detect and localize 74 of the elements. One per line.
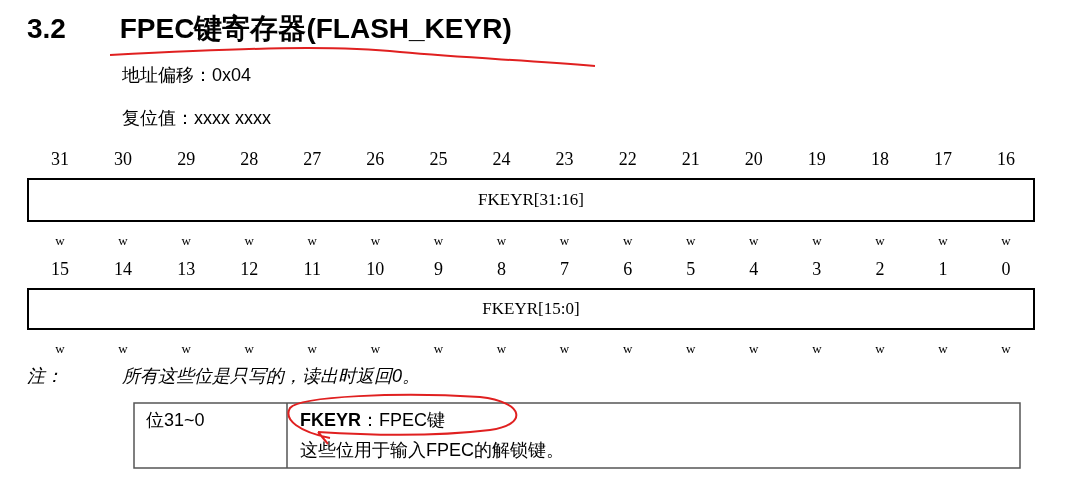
bit-number: 6	[623, 259, 633, 281]
access-type: w	[181, 233, 191, 249]
note-label: 注：	[27, 366, 63, 388]
access-type: w	[622, 233, 633, 249]
bit-number: 29	[177, 149, 196, 171]
bit-number: 18	[870, 149, 889, 171]
access-type: w	[433, 233, 444, 249]
section-title: 3.2 FPEC键寄存器(FLASH_KEYR)	[27, 12, 512, 46]
access-type: w	[686, 233, 696, 249]
reset-value-text: 复位值：xxxx xxxx	[122, 108, 271, 130]
bit-number: 13	[177, 259, 196, 281]
access-type: w	[559, 233, 570, 249]
note-text: 所有这些位是只写的，读出时返回0。	[122, 366, 420, 388]
access-type: w	[875, 233, 885, 249]
access-type: w	[118, 341, 128, 357]
bit-number: 17	[933, 149, 952, 171]
bit-range: 位31~0	[146, 410, 205, 432]
field-name: FKEYR：FPEC键	[300, 410, 446, 432]
bit-number: 4	[749, 259, 759, 281]
bit-number: 0	[1001, 259, 1011, 281]
bit-number: 10	[366, 259, 385, 281]
access-type: w	[433, 341, 444, 357]
access-type: w	[307, 233, 317, 249]
bit-number: 12	[240, 259, 259, 281]
bit-number: 3	[812, 259, 822, 281]
bit-number: 25	[429, 149, 448, 171]
bit-number: 27	[303, 149, 322, 171]
bit-number: 16	[997, 149, 1016, 171]
access-type: w	[55, 341, 65, 357]
access-type: w	[686, 341, 696, 357]
access-type: w	[812, 341, 822, 357]
access-type: w	[370, 341, 381, 357]
access-type: w	[622, 341, 633, 357]
bit-number: 8	[497, 259, 506, 281]
access-type: w	[812, 233, 822, 249]
bit-number: 23	[555, 149, 574, 171]
access-type: w	[244, 341, 254, 357]
access-type: w	[55, 233, 65, 249]
bit-number: 20	[744, 149, 763, 171]
bit-number: 31	[51, 149, 69, 171]
access-type: w	[749, 233, 759, 249]
bit-number: 5	[686, 259, 696, 281]
access-type: w	[118, 233, 128, 249]
field-description: 这些位用于输入FPEC的解锁键。	[300, 440, 564, 462]
address-offset-text: 地址偏移：0x04	[122, 65, 252, 87]
bit-number: 22	[618, 149, 637, 171]
access-type: w	[875, 341, 885, 357]
bit-number: 21	[681, 149, 700, 171]
bit-number: 7	[560, 259, 570, 281]
bit-number: 15	[51, 259, 69, 281]
access-type: w	[938, 233, 948, 249]
bit-number: 19	[807, 149, 826, 171]
bit-number: 11	[303, 259, 321, 281]
access-type: w	[1001, 341, 1011, 357]
bit-number: 24	[492, 149, 511, 171]
access-type: w	[370, 233, 381, 249]
bit-number: 14	[114, 259, 133, 281]
bit-number: 30	[114, 149, 133, 171]
bit-number: 26	[366, 149, 385, 171]
bit-number: 9	[433, 259, 443, 281]
access-type: w	[307, 341, 317, 357]
access-type: w	[559, 341, 570, 357]
access-type: w	[496, 341, 507, 357]
access-type: w	[244, 233, 254, 249]
access-type: w	[181, 341, 191, 357]
bit-number: 28	[240, 149, 259, 171]
bit-number: 1	[938, 259, 948, 281]
access-type: w	[496, 233, 507, 249]
access-type: w	[938, 341, 948, 357]
register-field: FKEYR[15:0]	[27, 288, 1035, 330]
register-field: FKEYR[31:16]	[27, 178, 1035, 222]
access-type: w	[1001, 233, 1011, 249]
bit-number: 2	[875, 259, 885, 281]
access-type: w	[749, 341, 759, 357]
